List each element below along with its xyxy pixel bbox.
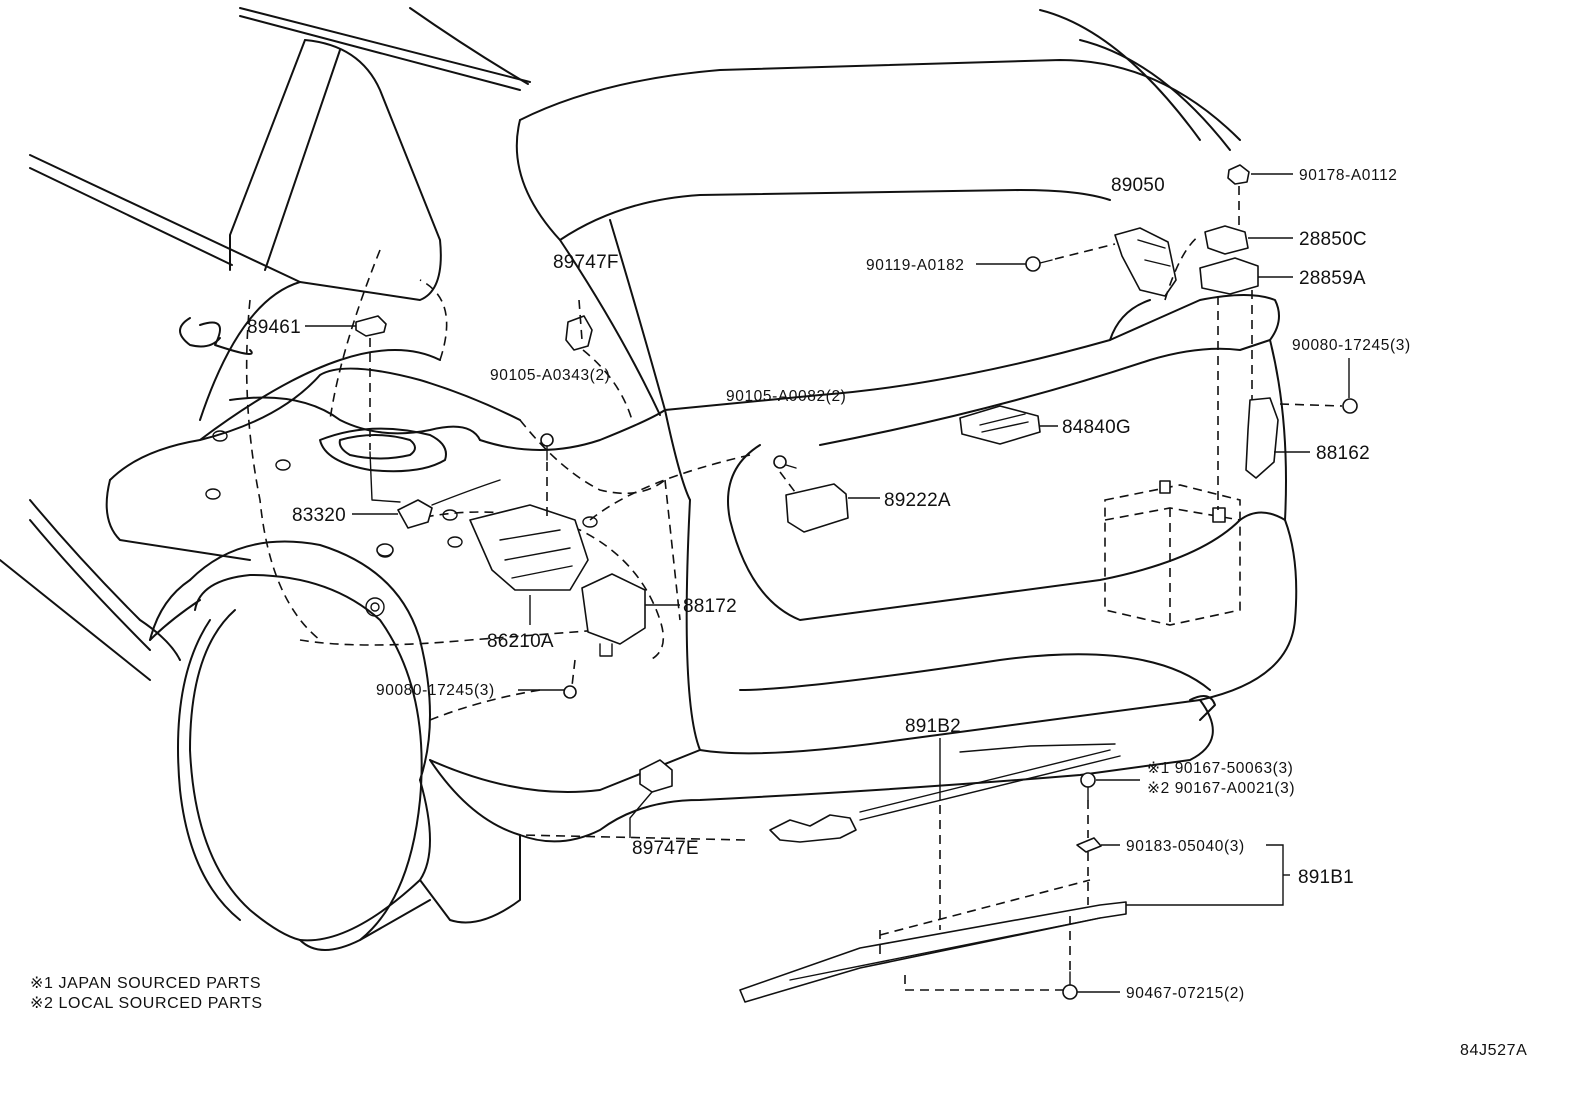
- assembly-lines: [369, 186, 1343, 991]
- vehicle-body: [0, 7, 1298, 951]
- label-891B1: 891B1: [1298, 867, 1354, 888]
- label-90080-17245-right: 90080-17245(3): [1292, 337, 1411, 354]
- label-90167-A0021: ※2 90167-A0021(3): [1147, 780, 1295, 797]
- sensor-89747F-icon: [565, 315, 593, 351]
- sensor-89747E-icon: [639, 759, 673, 793]
- sensor-89461-icon: [355, 315, 387, 337]
- relay-28850C-icon: [1204, 225, 1249, 255]
- label-89747E: 89747E: [632, 838, 699, 859]
- label-86210A: 86210A: [487, 631, 554, 652]
- sender-83320-icon: [397, 499, 433, 529]
- label-84840G: 84840G: [1062, 417, 1131, 438]
- cable-891B2-icon: [769, 814, 857, 843]
- bracket-28859A-icon: [1199, 257, 1259, 295]
- label-90105-A0343: 90105-A0343(2): [490, 367, 610, 384]
- note-japan-sourced: ※1 JAPAN SOURCED PARTS: [30, 975, 261, 992]
- label-90183-05040: 90183-05040(3): [1126, 838, 1245, 855]
- label-83320: 83320: [292, 505, 346, 526]
- label-88162: 88162: [1316, 443, 1370, 464]
- actuator-88172-icon: [581, 573, 646, 645]
- label-90105-A0082: 90105-A0082(2): [726, 388, 846, 405]
- label-88172: 88172: [683, 596, 737, 617]
- note-local-sourced: ※2 LOCAL SOURCED PARTS: [30, 995, 263, 1012]
- label-891B2: 891B2: [905, 716, 961, 737]
- label-89050: 89050: [1111, 175, 1165, 196]
- label-28850C: 28850C: [1299, 229, 1367, 250]
- footnotes: ※1 JAPAN SOURCED PARTS ※2 LOCAL SOURCED …: [30, 975, 263, 1012]
- label-90119-A0182: 90119-A0182: [866, 257, 965, 274]
- label-89461: 89461: [247, 317, 301, 338]
- label-90080-17245-left: 90080-17245(3): [376, 682, 495, 699]
- label-90467-07215: 90467-07215(2): [1126, 985, 1245, 1002]
- part-icons: [355, 164, 1358, 1003]
- label-89222A: 89222A: [884, 490, 951, 511]
- diagram-code: 84J527A: [1460, 1042, 1527, 1059]
- label-89747F: 89747F: [553, 252, 619, 273]
- bracket-88162-icon: [1245, 397, 1279, 479]
- label-90178-A0112: 90178-A0112: [1299, 167, 1398, 184]
- label-28859A: 28859A: [1299, 268, 1366, 289]
- ecu-89050-icon: [1114, 227, 1177, 297]
- part-labels: 89461 89747F 90105-A0343(2) 83320 86210A…: [247, 167, 1411, 1002]
- leader-lines: [305, 173, 1350, 993]
- module-89222A-icon: [785, 483, 849, 533]
- label-90167-50063: ※1 90167-50063(3): [1147, 760, 1293, 777]
